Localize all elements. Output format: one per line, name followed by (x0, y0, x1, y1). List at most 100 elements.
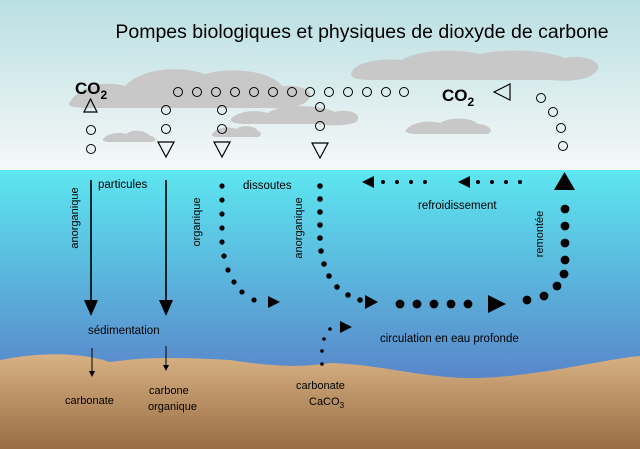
upwelling-dot-3 (559, 269, 569, 279)
organic-dot-4 (219, 239, 225, 245)
cooling-arrow-right (458, 176, 470, 188)
down-dot-a-1 (161, 124, 171, 134)
organic-dot-5 (221, 253, 227, 259)
label-carbonate: carbonate (65, 395, 114, 407)
organic-dot-6 (225, 267, 231, 273)
deep-dot-4 (463, 299, 473, 309)
organic-arrow (268, 296, 280, 308)
air-flow-dot-5 (268, 87, 278, 97)
upwelling-dot-1 (539, 291, 549, 301)
carbonate-dot-1 (320, 349, 324, 353)
carbonate-dot-3 (328, 327, 332, 331)
label-anorganique-left: anorganique (69, 187, 81, 248)
air-flow-dot-6 (287, 87, 297, 97)
upwelling-dot-7 (560, 204, 570, 214)
upwelling-dot-0 (522, 295, 532, 305)
label-sedimentation: sédimentation (88, 325, 160, 337)
diagram-title: Pompes biologiques et physiques de dioxy… (115, 21, 608, 43)
inorganic-dot-10 (357, 297, 363, 303)
cloud-small-left (102, 130, 156, 142)
organic-dot-7 (231, 279, 237, 285)
air-flow-dot-2 (211, 87, 221, 97)
air-flow-dot-10 (362, 87, 372, 97)
deep-dot-2 (429, 299, 439, 309)
sinking-arrow-left-head (84, 300, 98, 316)
air-flow-dot-4 (249, 87, 259, 97)
carbonate-dot-2 (322, 337, 326, 341)
sediment-labels: carbonate carbone organique carbonate Ca… (65, 380, 345, 413)
inorganic-dot-2 (317, 209, 323, 215)
uptake-dot-left-1 (86, 125, 96, 135)
label-carbonate-caco3: carbonate (296, 380, 345, 392)
organic-dot-8 (239, 289, 245, 295)
release-dot-2 (556, 123, 566, 133)
sinking-arrow-right-head (159, 300, 173, 316)
inorganic-dot-8 (334, 284, 340, 290)
upwelling-dot-5 (560, 238, 570, 248)
sediment-arrow-right-head (163, 365, 169, 371)
cooling-dot-right-1 (504, 180, 508, 184)
cloud-small-center (211, 126, 261, 137)
label-carbone-organique-line1: carbone (149, 385, 189, 397)
label-organique: organique (191, 198, 203, 247)
inorganic-arrow (365, 295, 378, 309)
down-arrow-c (311, 142, 329, 160)
inorganic-dot-3 (317, 222, 323, 228)
label-anorganique-middle: anorganique (293, 197, 305, 258)
release-dot-1 (548, 107, 558, 117)
clouds (68, 50, 599, 142)
cooling-dot-left-1 (409, 180, 413, 184)
organic-dot-2 (219, 211, 225, 217)
upwelling-arrow (554, 172, 575, 190)
label-refroidissement: refroidissement (418, 200, 497, 212)
organic-dot-0 (219, 183, 225, 189)
release-dot-3 (558, 141, 568, 151)
down-arrow-b (213, 141, 231, 159)
upwelling-dot-4 (560, 255, 570, 265)
air-flow-dot-11 (381, 87, 391, 97)
label-remontee: remontée (534, 211, 546, 257)
cloud-right-large (351, 50, 599, 81)
upwelling-dot-6 (560, 221, 570, 231)
label-dissoutes: dissoutes (243, 180, 292, 192)
air-flow-dot-12 (399, 87, 409, 97)
down-arrow-a (157, 141, 175, 159)
inorganic-dot-4 (317, 235, 323, 241)
inorganic-dot-5 (318, 248, 324, 254)
inorganic-dot-6 (321, 261, 327, 267)
air-flow-dot-9 (343, 87, 353, 97)
inorganic-dot-7 (326, 273, 332, 279)
inorganic-dot-0 (317, 183, 323, 189)
organic-dot-3 (219, 225, 225, 231)
air-flow-dot-3 (230, 87, 240, 97)
organic-dot-9 (251, 297, 257, 303)
air-flow-dot-8 (324, 87, 334, 97)
down-dot-c-0 (315, 102, 325, 112)
down-dot-b-0 (217, 105, 227, 115)
deep-dot-1 (412, 299, 422, 309)
down-dot-c-1 (315, 121, 325, 131)
sediment-arrow-left-head (89, 371, 95, 377)
sinking-arrows (84, 180, 173, 377)
uptake-arrow-left (83, 97, 98, 113)
flow-paths (83, 83, 575, 366)
co2-label-right: CO2 (442, 86, 475, 109)
label-circulation: circulation en eau profonde (380, 333, 519, 345)
co2-label-left: CO2 (75, 79, 108, 102)
label-particules: particules (98, 179, 147, 191)
label-carbone-organique-line2: organique (148, 401, 197, 413)
cooling-dot-right-2 (490, 180, 494, 184)
deep-dot-3 (446, 299, 456, 309)
air-flow-dot-0 (173, 87, 183, 97)
down-dot-a-0 (161, 105, 171, 115)
uptake-dot-left-2 (86, 144, 96, 154)
deep-dot-0 (395, 299, 405, 309)
upwelling-dot-2 (552, 281, 562, 291)
carbonate-dot-0 (320, 362, 324, 366)
air-flow-dot-1 (192, 87, 202, 97)
deep-arrow (488, 295, 506, 313)
inorganic-dot-1 (317, 196, 323, 202)
cloud-small-right (405, 118, 491, 134)
down-dot-b-1 (217, 124, 227, 134)
